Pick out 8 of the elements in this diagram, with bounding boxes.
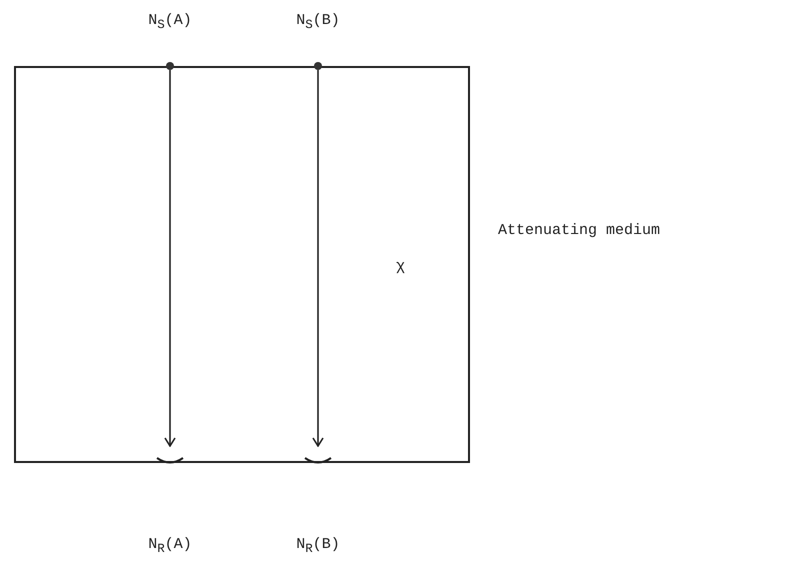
- detector-label: N$_{R}$(A): [147, 536, 193, 556]
- arrow: [164, 70, 176, 447]
- arrow: [312, 70, 324, 447]
- source-label: N$_{S}$(B): [295, 12, 341, 32]
- source-label: N$_{S}$(A): [147, 12, 193, 32]
- detector-label: N$_{R}$(B): [295, 536, 341, 556]
- attenuation-symbol: χ: [396, 258, 406, 275]
- medium-label: Attenuating medium: [498, 222, 660, 239]
